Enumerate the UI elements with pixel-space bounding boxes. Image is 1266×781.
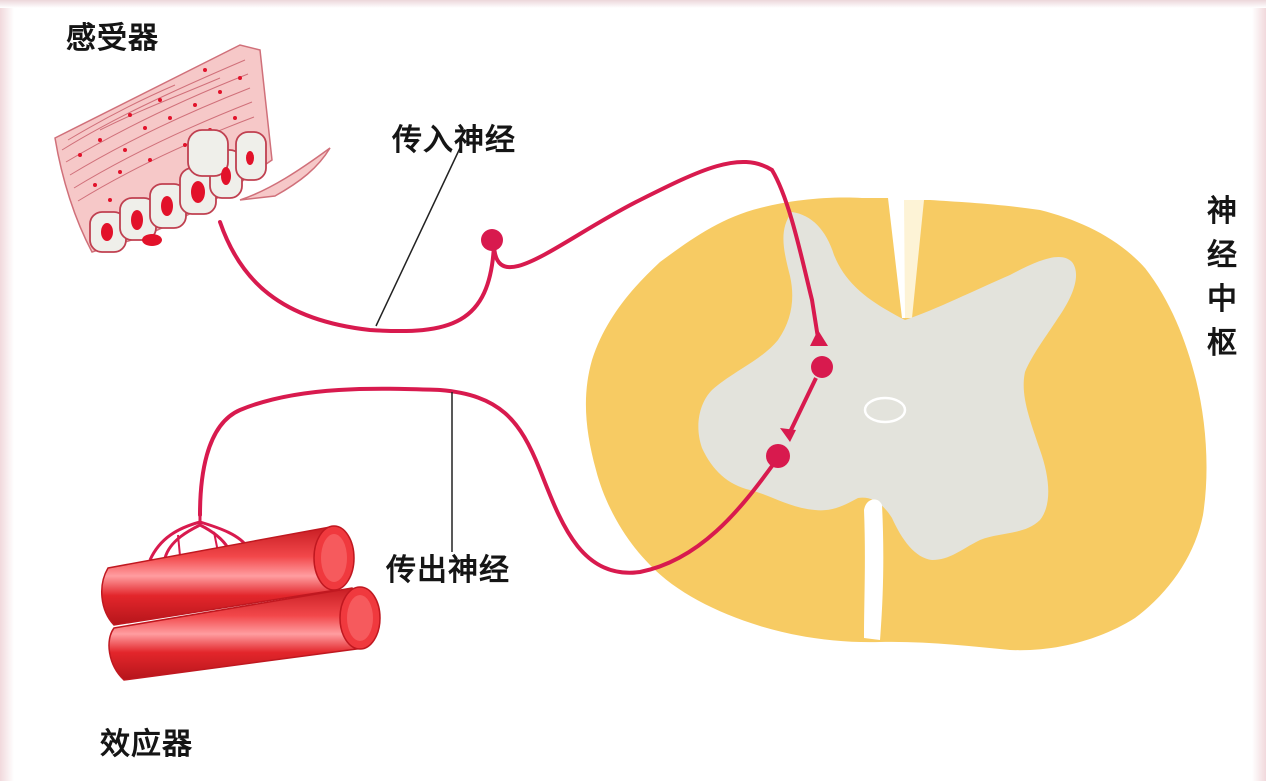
muscle-effector: [102, 526, 380, 680]
anterior-fissure: [864, 499, 883, 640]
afferent-label-leader: [376, 148, 460, 326]
efferent-neuron-cell-body: [766, 444, 790, 468]
receptor-tissue: [55, 45, 330, 252]
effector-label: 效应器: [100, 730, 193, 760]
afferent-neuron-cell-body: [481, 229, 503, 251]
efferent-nerve-label: 传出神经: [386, 556, 510, 586]
interneuron-cell-body: [811, 356, 833, 378]
nerve-center-label: 神经中枢: [1205, 190, 1239, 366]
receptor-label: 感受器: [66, 24, 159, 54]
afferent-nerve-label: 传入神经: [392, 126, 516, 156]
